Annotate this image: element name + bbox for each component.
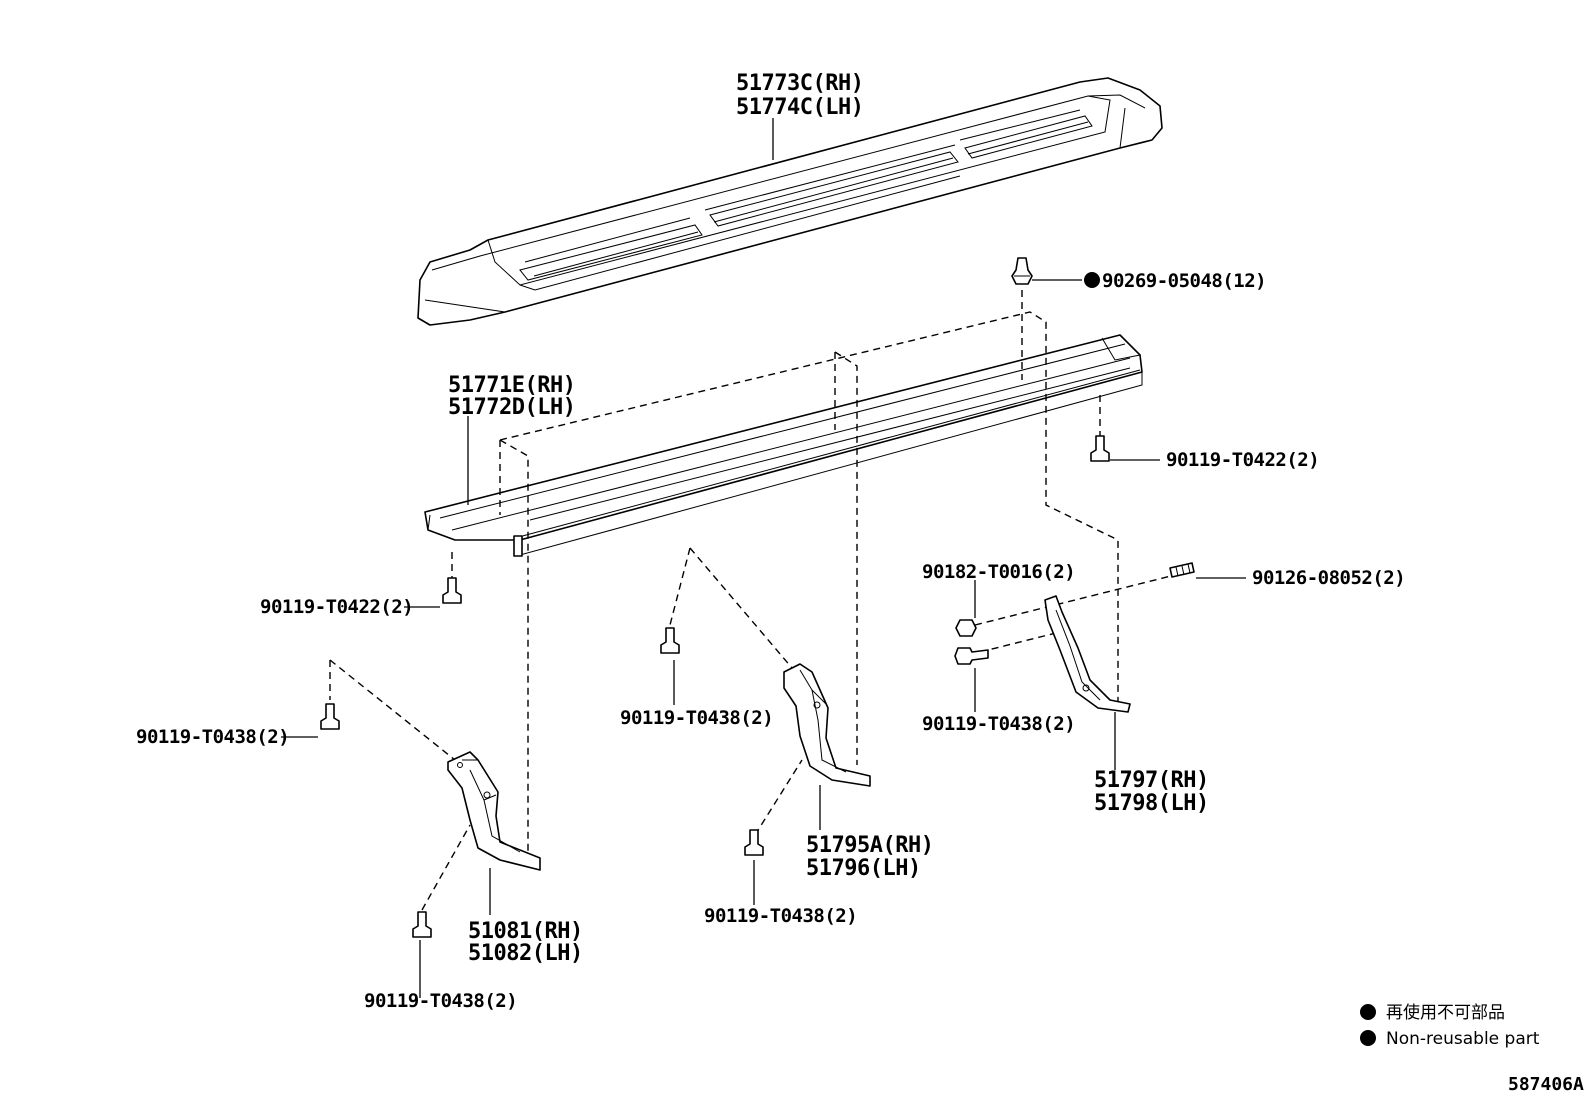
label-step-board-rh: 51771E(RH) bbox=[448, 373, 575, 398]
label-clip: 90269-05048(12) bbox=[1084, 270, 1267, 292]
label-bracket-front: 51081(RH) 51082(LH) bbox=[468, 919, 583, 966]
label-bolt-rear: 90119-T0438(2) bbox=[922, 713, 1075, 735]
figure-code: 587406A bbox=[1508, 1074, 1584, 1095]
assembly-lines bbox=[329, 290, 1176, 911]
legend-en: Non-reusable part bbox=[1386, 1029, 1540, 1049]
label-bracket-center-lh: 51796(LH) bbox=[806, 856, 921, 881]
label-bracket-rear-lh: 51798(LH) bbox=[1094, 791, 1209, 816]
bolt-rear-drawing bbox=[954, 647, 989, 665]
label-bracket-center: 51795A(RH) 51796(LH) bbox=[806, 833, 934, 881]
bolt-center-bottom-drawing bbox=[744, 829, 764, 856]
label-bolt-center-top: 90119-T0438(2) bbox=[620, 707, 773, 729]
label-bolt-center-bottom: 90119-T0438(2) bbox=[704, 905, 857, 927]
bolt-board-front-drawing bbox=[442, 577, 462, 604]
bolt-board-rear-drawing bbox=[1090, 435, 1110, 462]
leader-lines bbox=[281, 118, 1246, 998]
label-step-cover: 51773C(RH) 51774C(LH) bbox=[736, 71, 864, 120]
label-bolt-front-bottom: 90119-T0438(2) bbox=[364, 990, 517, 1012]
label-step-board: 51771E(RH) 51772D(LH) bbox=[448, 373, 576, 420]
bracket-front-drawing bbox=[447, 751, 541, 871]
label-stud-rear: 90126-08052(2) bbox=[1252, 567, 1405, 589]
label-bolt-board-front: 90119-T0422(2) bbox=[260, 596, 413, 618]
legend-ja: 再使用不可部品 bbox=[1386, 1002, 1505, 1023]
label-bracket-front-lh: 51082(LH) bbox=[468, 941, 583, 966]
step-cover-drawing bbox=[417, 77, 1163, 326]
legend-dot-icon bbox=[1360, 1004, 1376, 1020]
non-reusable-mark-icon bbox=[1084, 272, 1100, 288]
legend-dot-icon bbox=[1360, 1030, 1376, 1046]
nut-rear-drawing bbox=[955, 619, 977, 637]
label-bracket-rear-rh: 51797(RH) bbox=[1094, 768, 1209, 793]
label-bracket-rear: 51797(RH) 51798(LH) bbox=[1094, 768, 1209, 816]
label-bracket-center-rh: 51795A(RH) bbox=[806, 833, 933, 858]
bolt-front-top-drawing bbox=[320, 703, 340, 730]
label-bolt-board-rear: 90119-T0422(2) bbox=[1166, 449, 1319, 471]
label-bracket-front-rh: 51081(RH) bbox=[468, 919, 583, 944]
label-step-board-lh: 51772D(LH) bbox=[448, 395, 575, 420]
stud-rear-drawing bbox=[1169, 562, 1195, 578]
label-bolt-front-top: 90119-T0438(2) bbox=[136, 726, 289, 748]
step-board-drawing bbox=[424, 334, 1143, 557]
bracket-center-drawing bbox=[783, 663, 871, 787]
bracket-rear-drawing bbox=[1044, 595, 1131, 713]
bolt-front-bottom-drawing bbox=[412, 911, 432, 938]
label-clip-code: 90269-05048(12) bbox=[1102, 270, 1266, 292]
legend: 再使用不可部品 Non-reusable part bbox=[1360, 1002, 1540, 1049]
bolt-center-top-drawing bbox=[660, 627, 680, 654]
label-nut-rear: 90182-T0016(2) bbox=[922, 561, 1075, 583]
label-step-cover-lh: 51774C(LH) bbox=[736, 95, 863, 120]
clip-drawing bbox=[1011, 257, 1033, 285]
label-step-cover-rh: 51773C(RH) bbox=[736, 71, 863, 96]
